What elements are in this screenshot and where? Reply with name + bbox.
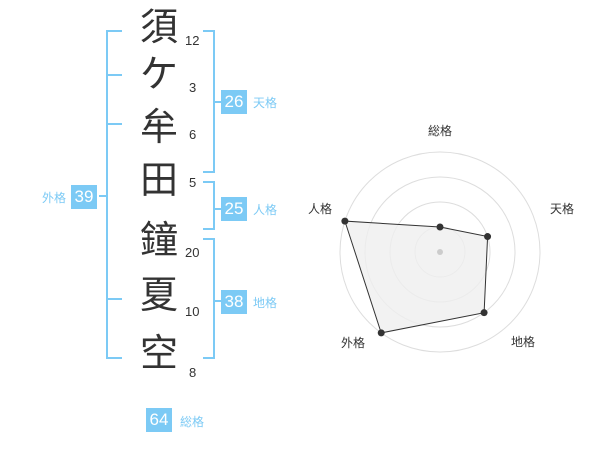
stroke-count-1: 12	[185, 33, 200, 48]
radar-ring-4	[339, 151, 541, 353]
gaikaku-value: 39	[71, 185, 97, 209]
radar-score-polygon	[344, 220, 489, 334]
jinkaku-label: 人格	[253, 203, 278, 217]
name-char-1: 須	[139, 5, 178, 49]
radar-point-5	[341, 217, 349, 225]
radar-label-gaikaku: 外格	[341, 336, 366, 350]
radar-point-3	[480, 309, 488, 317]
stroke-count-5: 20	[185, 245, 200, 260]
radar-label-soukaku: 総格	[428, 124, 453, 138]
name-char-6: 夏	[139, 273, 178, 317]
tenkaku-value: 26	[221, 90, 247, 114]
radar-label-chikaku: 地格	[511, 335, 536, 349]
radar-point-4	[377, 329, 385, 337]
name-char-3: 牟	[139, 105, 178, 149]
stroke-count-6: 10	[185, 304, 200, 319]
radar-label-tenkaku: 天格	[550, 202, 575, 216]
radar-point-2	[484, 233, 492, 241]
gaikaku-label: 外格	[42, 191, 67, 205]
tenkaku-label: 天格	[253, 96, 278, 110]
name-char-7: 空	[139, 331, 178, 375]
radar-label-jinkaku: 人格	[308, 202, 333, 216]
stroke-count-7: 8	[189, 365, 197, 380]
name-char-2: ケ	[139, 52, 178, 96]
stroke-count-2: 3	[189, 80, 197, 95]
stroke-count-3: 6	[189, 127, 197, 142]
jinkaku-value: 25	[221, 197, 247, 221]
name-char-4: 田	[139, 158, 178, 202]
radar-center	[437, 249, 443, 255]
soukaku-value: 64	[146, 408, 172, 432]
radar-point-1	[436, 223, 444, 231]
stroke-count-4: 5	[189, 175, 197, 190]
soukaku-label: 総格	[180, 415, 205, 429]
chikaku-value: 38	[221, 290, 247, 314]
chikaku-label: 地格	[253, 296, 278, 310]
name-char-5: 鐘	[139, 218, 178, 262]
